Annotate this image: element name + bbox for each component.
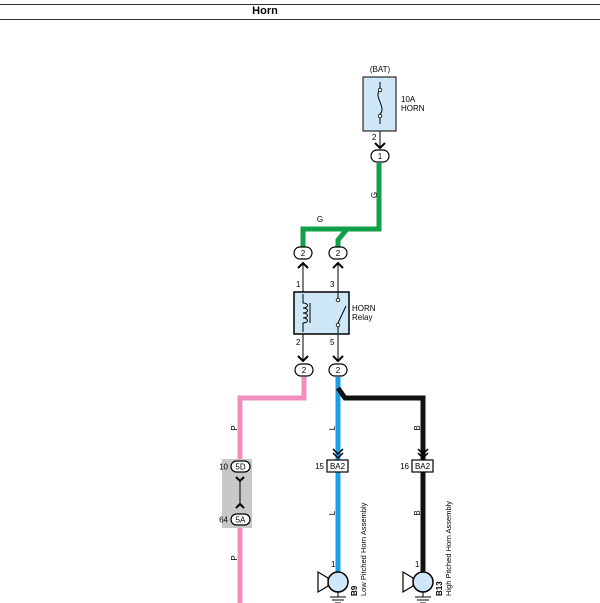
wire-label-pink-lower: P bbox=[230, 555, 239, 560]
horn-low-bell-icon bbox=[317, 570, 329, 594]
relay-switch-blade bbox=[337, 305, 347, 324]
horn-high-body bbox=[412, 571, 434, 593]
wire-black bbox=[335, 386, 426, 572]
relay-top-left-connector bbox=[293, 246, 313, 260]
fuse-connector bbox=[370, 149, 390, 163]
horn-low-name: Low Pitched Horn Assembly bbox=[359, 502, 368, 596]
junction-up-chevron-icon bbox=[235, 502, 245, 509]
wire-green-fuse-to-relay bbox=[335, 163, 382, 248]
relay-name-line1: HORN bbox=[352, 304, 376, 313]
junction-lower-connector bbox=[230, 513, 251, 526]
relay-switch-contact-top bbox=[335, 297, 341, 303]
fuse-terminal-top bbox=[377, 87, 383, 93]
relay-bottom-right-chevron-icon bbox=[332, 355, 344, 363]
fuse-terminal-bottom bbox=[377, 113, 383, 119]
ba2-left-connector-name: BA2 bbox=[330, 462, 346, 471]
relay-pin5-label: 5 bbox=[330, 338, 335, 347]
horn-high-pin: 1 bbox=[415, 560, 420, 569]
wire-label-green-horizontal: G bbox=[317, 215, 323, 224]
horn-high-ground-icon bbox=[415, 596, 431, 603]
relay-bottom-left-connector bbox=[294, 363, 314, 377]
relay-bottom-right-connector bbox=[328, 363, 348, 377]
fuse-pin-label: 2 bbox=[372, 133, 377, 142]
fuse-chevron-icon bbox=[374, 142, 386, 150]
relay-bottom-left-chevron-icon bbox=[297, 355, 309, 363]
wire-label-pink-upper: P bbox=[230, 425, 239, 430]
ba2-left-connector bbox=[326, 459, 349, 473]
header-bottom-rule bbox=[0, 19, 600, 20]
horn-high-bell-icon bbox=[402, 570, 414, 594]
ba2-left-double-chevron-icon bbox=[332, 448, 344, 460]
relay-pin3-label: 3 bbox=[330, 280, 335, 289]
horn-low-body bbox=[327, 571, 349, 593]
horn-low-ground-icon bbox=[330, 596, 346, 603]
relay-pin2-label: 2 bbox=[296, 338, 301, 347]
fuse-name-label: HORN bbox=[401, 104, 425, 113]
relay-coil-icon bbox=[302, 294, 308, 332]
horn-high-name: High Pitched Horn Assembly bbox=[444, 501, 453, 596]
ba2-right-connector-name: BA2 bbox=[415, 462, 431, 471]
fuse-rating-label: 10A bbox=[401, 95, 416, 104]
relay-body bbox=[293, 291, 350, 335]
ba2-right-connector bbox=[411, 459, 434, 473]
junction-lower-connector-name: 5A bbox=[236, 516, 246, 525]
relay-bottom-left-connector-pin: 2 bbox=[302, 366, 307, 375]
junction-upper-connector bbox=[230, 460, 251, 473]
relay-name-line2: Relay bbox=[352, 313, 372, 322]
wire-label-black-lower: B bbox=[413, 510, 422, 515]
relay-pin1-label: 1 bbox=[296, 280, 301, 289]
relay-top-left-connector-pin: 2 bbox=[301, 249, 306, 258]
junction-lower-pin: 64 bbox=[219, 516, 228, 525]
wire-label-black-upper: B bbox=[413, 425, 422, 430]
ba2-left-pin: 15 bbox=[315, 462, 324, 471]
horn-high-code: B13 bbox=[435, 581, 444, 596]
wire-label-green-vertical: G bbox=[370, 192, 379, 198]
relay-top-right-connector bbox=[328, 246, 348, 260]
relay-switch-contact-bottom bbox=[335, 322, 341, 328]
fuse-connector-pin: 1 bbox=[378, 152, 383, 161]
header-top-rule bbox=[0, 4, 600, 5]
junction-upper-connector-name: 5D bbox=[235, 463, 245, 472]
wire-green-branch-to-relay-pin1 bbox=[300, 226, 347, 248]
ba2-right-pin: 16 bbox=[400, 462, 409, 471]
junction-upper-pin: 10 bbox=[219, 463, 228, 472]
horn-low-pin: 1 bbox=[331, 560, 336, 569]
page-header: Horn bbox=[0, 0, 600, 22]
horn-low-code: B9 bbox=[350, 585, 359, 596]
page-title: Horn bbox=[252, 5, 278, 17]
wire-label-blue-lower: L bbox=[328, 510, 337, 515]
fuse-supply-label: (BAT) bbox=[370, 65, 391, 74]
relay-bottom-right-connector-pin: 2 bbox=[336, 366, 341, 375]
relay-top-right-connector-pin: 2 bbox=[336, 249, 341, 258]
ba2-right-double-chevron-icon bbox=[417, 448, 429, 460]
wire-label-blue-upper: L bbox=[328, 425, 337, 430]
